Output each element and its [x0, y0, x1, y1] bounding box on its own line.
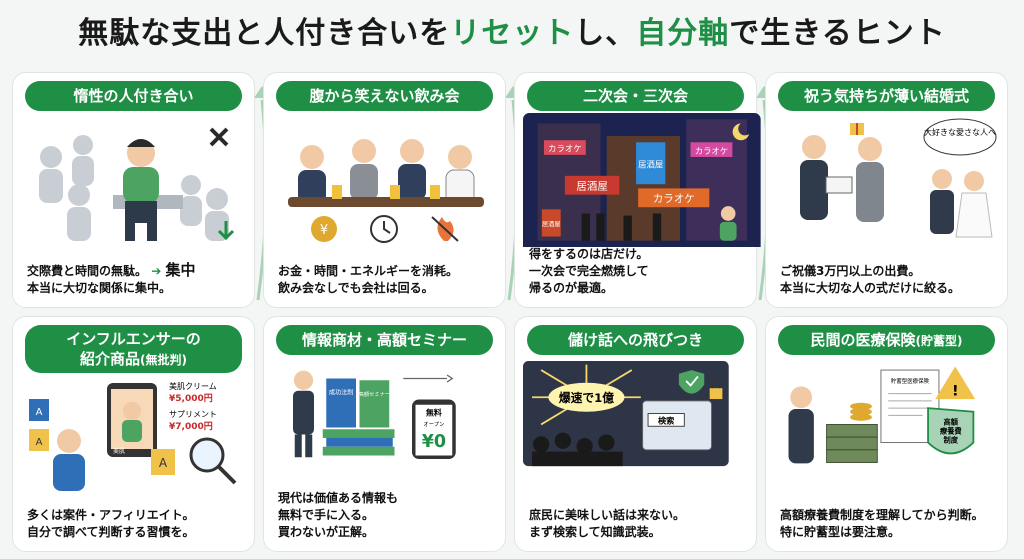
- clock-icon: [370, 215, 398, 243]
- panel-heading: 儲け話への飛びつき: [527, 325, 744, 355]
- svg-text:¥: ¥: [320, 223, 328, 238]
- svg-text:A: A: [159, 456, 168, 470]
- book-title: 高額セミナー: [359, 390, 391, 398]
- sign-izakaya: 居酒屋: [576, 179, 607, 192]
- speech-bubble-text: 大好きな愛さな人へ: [924, 127, 996, 137]
- shopping-bag-icon: A: [29, 399, 49, 421]
- drinking-party-illustration: ¥: [288, 139, 484, 243]
- panel-description: 現代は価値ある情報も 無料で手に入る。 買わないが正解。: [278, 491, 399, 539]
- product-label: 美肌: [113, 447, 125, 455]
- lock-icon: [709, 381, 723, 400]
- insurance-doc-title: 貯蓄型医療保険: [891, 377, 930, 385]
- title-text-2: し、: [574, 16, 637, 51]
- panel-heading: 二次会・三次会: [527, 81, 744, 111]
- page-title: 無駄な支出と人付き合いをリセットし、自分軸で生きるヒント: [0, 6, 1024, 62]
- panel-medical-insurance: 民間の医療保険(貯蓄型) 貯蓄型医療保険 ! 高額 療養費 制度 高額療養費制度…: [765, 316, 1008, 552]
- magnifier-icon: [189, 437, 237, 485]
- panel-heading: 民間の医療保険(貯蓄型): [778, 325, 995, 355]
- search-box-label: 検索: [658, 416, 674, 426]
- phone-free-label: 無料: [426, 407, 442, 417]
- product-name: 美肌クリーム: [169, 381, 217, 391]
- panel-description: 多くは案件・アフィリエイト。 自分で調べて判断する習慣を。: [27, 508, 195, 539]
- sign-karaoke: カラオケ: [548, 144, 581, 154]
- svg-text:!: !: [952, 383, 959, 399]
- panel-description: 交際費と時間の無駄。 ➔ 集中 本当に大切な関係に集中。: [27, 261, 196, 296]
- panel-description: 得をするのは店だけ。 一次会で完全燃焼して 帰るのが最適。: [529, 247, 649, 295]
- panel-info-products: 情報商材・高額セミナー 成功法則 高額セミナー 無料 オープン ¥0 現代は価値…: [263, 316, 506, 552]
- product-name: サプリメント: [169, 410, 217, 419]
- panel-after-parties: 二次会・三次会 カラオケ 居酒屋 カラオケ 居酒屋 カラオケ 居酒屋 得をするの…: [514, 72, 761, 308]
- sign-izakaya: 居酒屋: [542, 220, 561, 228]
- svg-text:A: A: [36, 407, 43, 418]
- panel-description: お金・時間・エネルギーを消耗。 飲み会なしでも会社は回る。: [278, 264, 459, 295]
- panel-heading: 腹から笑えない飲み会: [276, 81, 493, 111]
- energy-off-icon: [431, 216, 459, 242]
- panel-heading: 情報商材・高額セミナー: [276, 325, 493, 355]
- panel-wedding: 祝う気持ちが薄い結婚式 大好きな愛さな人へ ご祝儀3万円以上の出費。 本当に大切…: [765, 72, 1008, 308]
- panel-heading: 惰性の人付き合い: [25, 81, 242, 111]
- svg-text:高額: 高額: [943, 417, 958, 426]
- moon-icon: [732, 123, 750, 141]
- title-text-1: 無駄な支出と人付き合いを: [78, 16, 451, 51]
- seminar-books-illustration: 成功法則 高額セミナー 無料 オープン ¥0: [293, 370, 456, 459]
- down-arrow-icon: [217, 221, 235, 241]
- title-highlight-reset: リセット: [450, 16, 575, 51]
- warning-icon: !: [935, 366, 976, 399]
- book-title: 成功法則: [329, 388, 353, 396]
- phone-open-label: オープン: [424, 421, 445, 428]
- coin-icon: ¥: [311, 216, 337, 242]
- shield-badge-icon: 高額 療養費 制度: [927, 407, 975, 455]
- influencer-shopping-illustration: A A A 美肌クリーム ¥5,000円 サプリメント ¥7,000円 美肌: [29, 381, 237, 491]
- gift-icon: [850, 123, 864, 135]
- panel-inertia-relationships: 惰性の人付き合い 交際費と時間の無駄。 ➔ 集中 本当に大切な関係に集中。: [12, 72, 255, 308]
- sign-karaoke: カラオケ: [695, 146, 728, 156]
- cross-icon: [209, 127, 229, 147]
- scheme-headline: 爆速で1億: [559, 391, 614, 405]
- sign-karaoke: カラオケ: [653, 193, 695, 205]
- panel-description: ご祝儀3万円以上の出費。 本当に大切な人の式だけに絞る。: [780, 264, 961, 295]
- product-price: ¥5,000円: [169, 393, 213, 404]
- panel-heading: 祝う気持ちが薄い結婚式: [778, 81, 995, 111]
- panel-description: 高額療養費制度を理解してから判断。 特に貯蓄型は要注意。: [780, 508, 984, 539]
- svg-text:療養費: 療養費: [940, 427, 963, 436]
- shield-check-icon: [678, 370, 705, 394]
- panel-money-schemes: 儲け話への飛びつき 爆速で1億 検索 庶民に美味しい話は来ない。 まず検索して知…: [514, 316, 757, 552]
- svg-text:A: A: [36, 437, 43, 448]
- focus-label: 集中: [165, 261, 196, 279]
- insurance-illustration: 貯蓄型医療保険 ! 高額 療養費 制度: [788, 366, 976, 464]
- panel-heading: インフルエンサーの 紹介商品(無批判): [25, 325, 242, 373]
- lonely-person-illustration: [39, 127, 235, 241]
- phone-price: ¥0: [422, 432, 446, 452]
- title-text-3: で生きるヒント: [729, 16, 946, 51]
- wedding-illustration: 大好きな愛さな人へ: [800, 118, 997, 238]
- svg-text:制度: 制度: [943, 436, 958, 445]
- panel-drinking-party: 腹から笑えない飲み会 ¥ お金・時間・エネルギーを消耗。 飲み会なしでも会社は回…: [263, 72, 506, 308]
- night-street-illustration: カラオケ 居酒屋 カラオケ 居酒屋 カラオケ 居酒屋: [523, 113, 761, 247]
- panel-description: 庶民に美味しい話は来ない。 まず検索して知識武装。: [529, 508, 686, 539]
- title-highlight-self: 自分軸: [636, 16, 730, 51]
- shopping-bag-icon: A: [29, 429, 49, 451]
- sign-izakaya: 居酒屋: [638, 159, 663, 169]
- shopping-bag-icon: A: [151, 449, 175, 475]
- panel-influencer-products: インフルエンサーの 紹介商品(無批判) A A A 美肌クリーム ¥5,000円…: [12, 316, 255, 552]
- scheme-crowd-illustration: 爆速で1億 検索: [523, 361, 729, 467]
- product-price: ¥7,000円: [169, 421, 213, 432]
